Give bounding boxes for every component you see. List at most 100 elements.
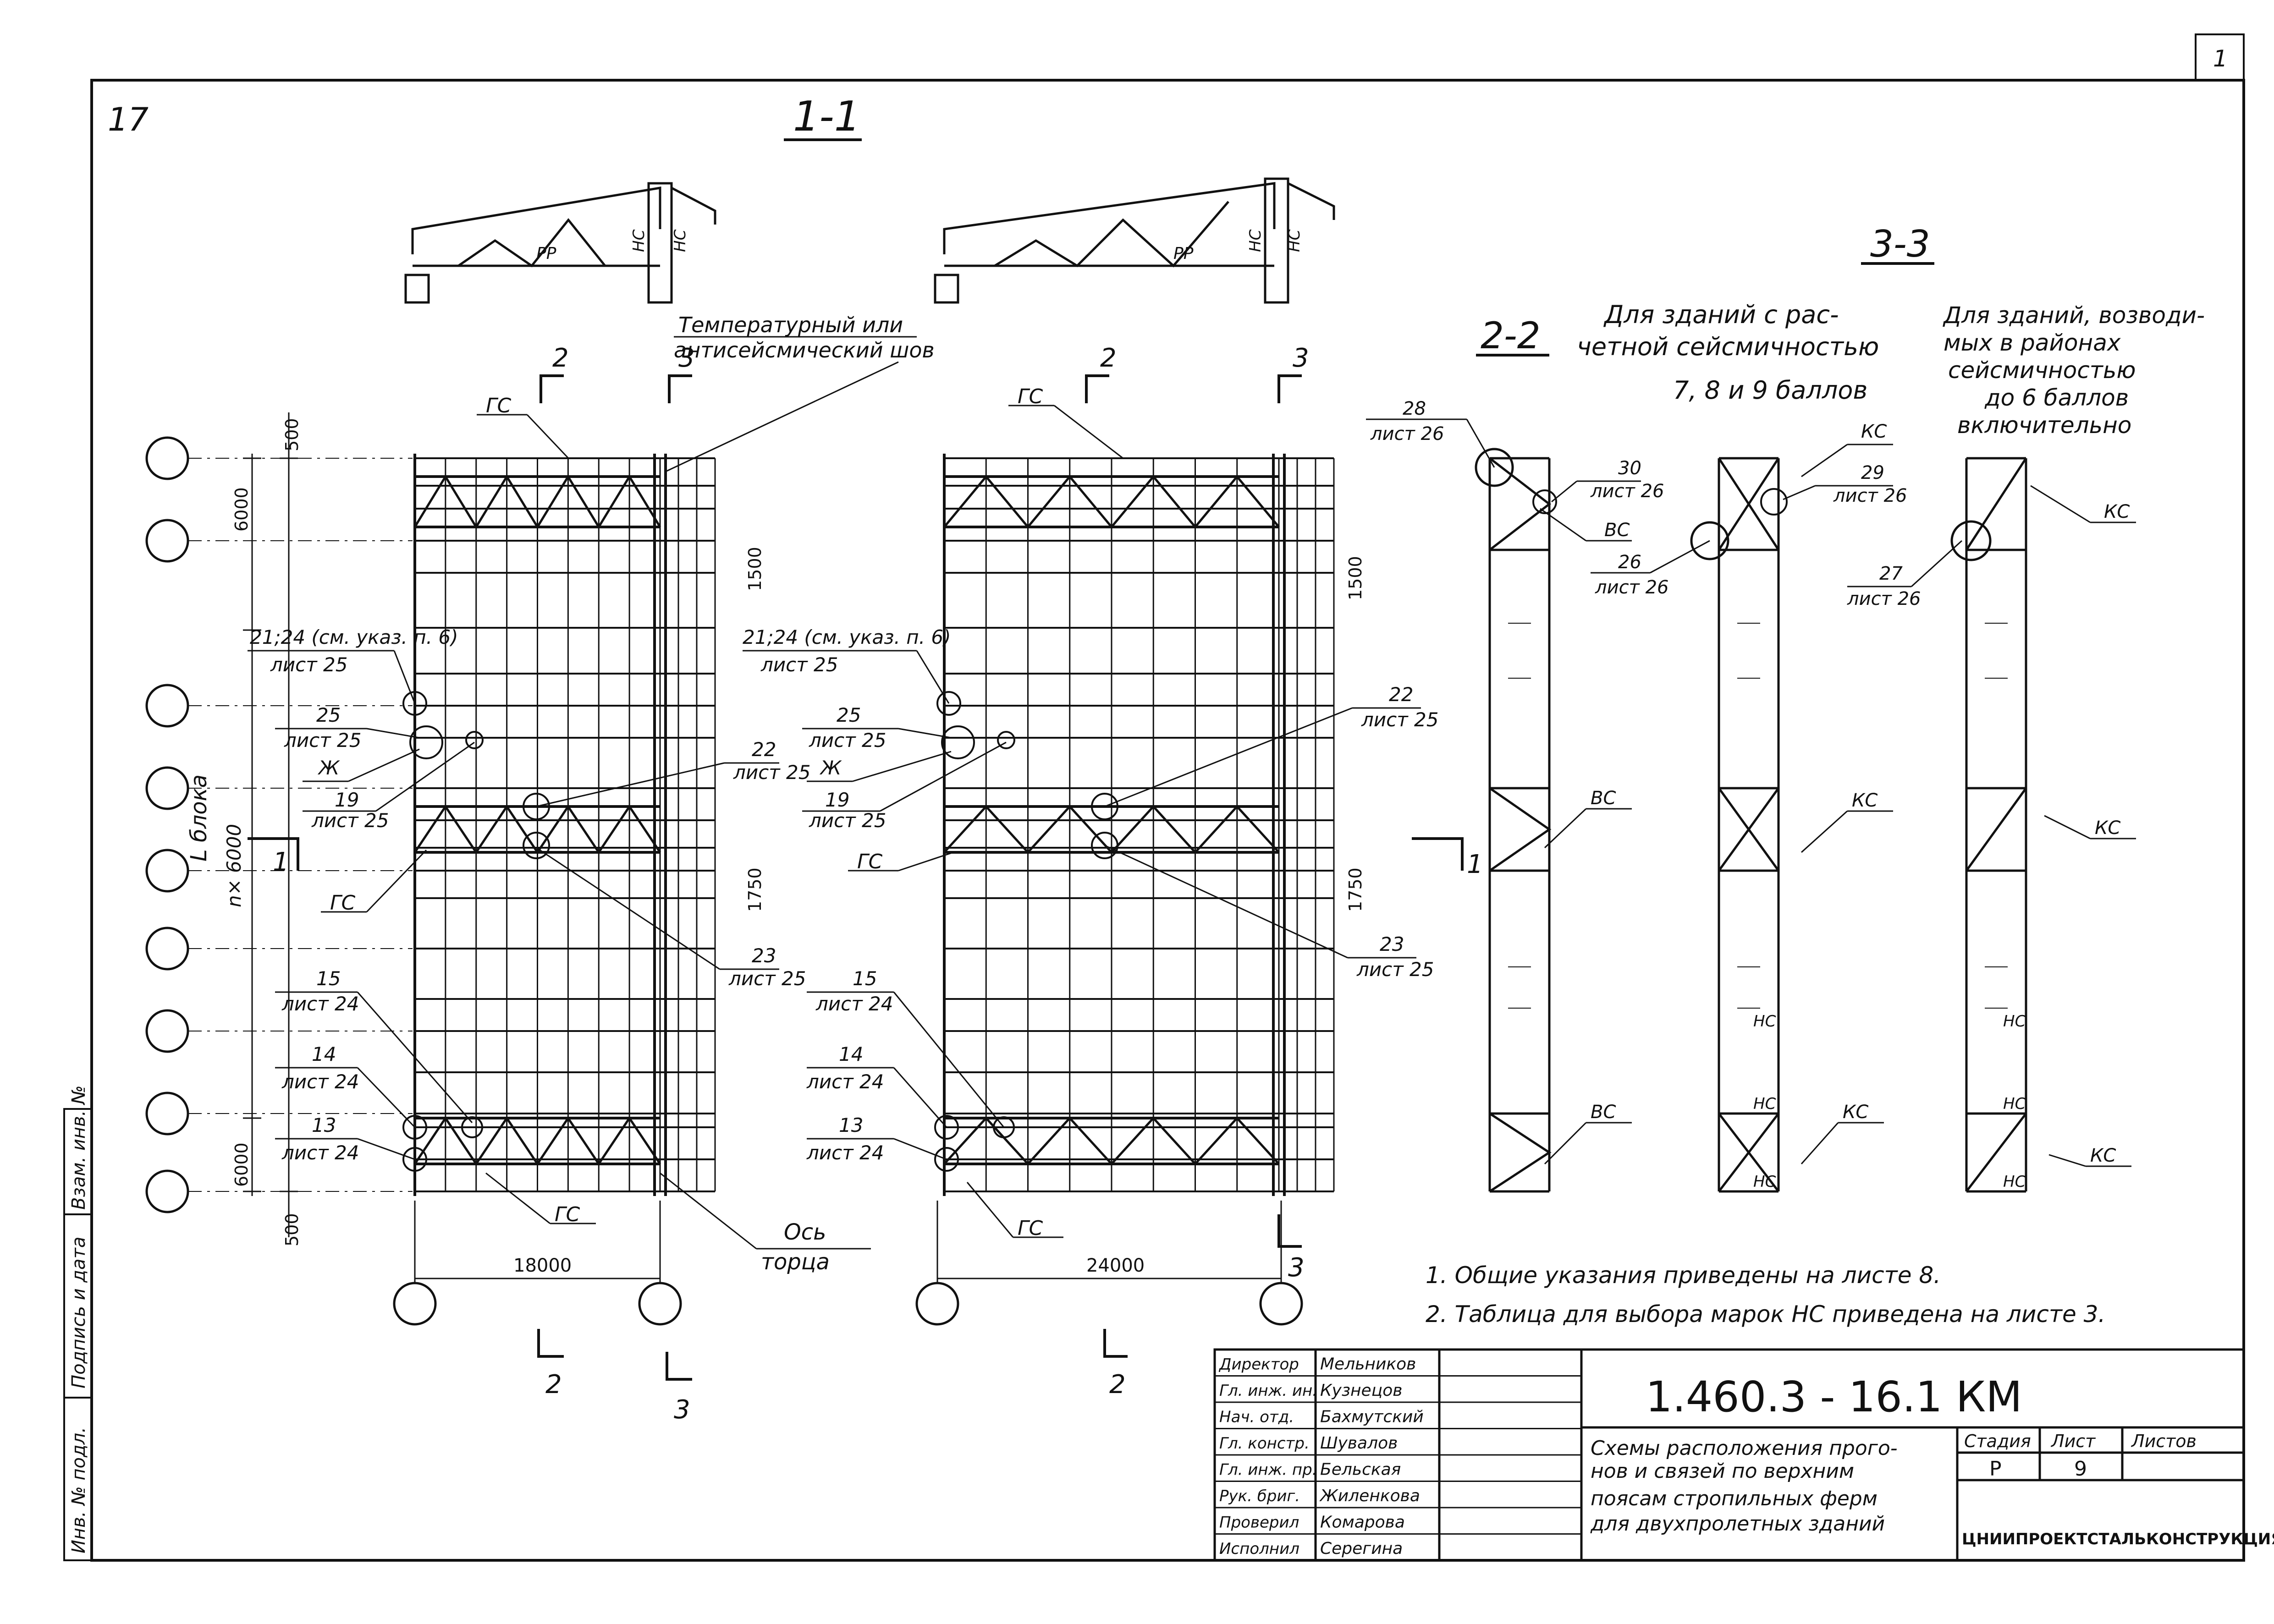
role-2: Гл. инж. ин. (1219, 1382, 1317, 1400)
svg-text:28: 28 (1403, 398, 1426, 419)
name-7: Комарова (1320, 1513, 1405, 1532)
svg-text:НС: НС (2003, 1095, 2026, 1113)
svg-text:лист 24: лист 24 (815, 993, 893, 1015)
svg-text:сейсмичностью: сейсмичностью (1948, 357, 2136, 384)
axis-circles (145, 436, 413, 1213)
name-6: Жиленкова (1319, 1487, 1420, 1505)
role-1: Директор (1218, 1355, 1299, 1374)
name-2: Кузнецов (1320, 1381, 1402, 1400)
svg-text:27: 27 (1879, 563, 1903, 584)
svg-text:Листов: Листов (2131, 1431, 2197, 1451)
svg-text:1: 1 (273, 847, 289, 877)
svg-text:3: 3 (678, 343, 695, 373)
svg-text:21;24 (см. указ. п. 6): 21;24 (см. указ. п. 6) (250, 626, 458, 648)
role-8: Исполнил (1219, 1540, 1299, 1558)
svg-text:КС: КС (1852, 790, 1878, 811)
svg-text:3: 3 (1293, 343, 1309, 373)
axis-circle-8 (145, 1092, 189, 1136)
svg-text:РР: РР (536, 244, 556, 263)
axis-circle-3 (145, 684, 189, 728)
svg-text:нов и связей по верхним: нов и связей по верхним (1591, 1459, 1854, 1483)
svg-text:НС: НС (1285, 229, 1304, 252)
svg-text:лист 25: лист 25 (284, 729, 362, 752)
svg-text:лист 25: лист 25 (1356, 958, 1434, 981)
svg-text:ГС: ГС (1018, 1217, 1043, 1240)
svg-text:3: 3 (674, 1395, 690, 1425)
svg-text:НС: НС (630, 229, 648, 252)
svg-text:НС: НС (2003, 1012, 2026, 1031)
svg-text:лист 25: лист 25 (728, 967, 806, 990)
svg-text:ГС: ГС (857, 850, 883, 873)
sheet-value: 9 (2074, 1457, 2087, 1481)
svg-text:КС: КС (1843, 1102, 1868, 1123)
sheet-frame (90, 79, 2245, 1562)
left-dimensions (243, 412, 298, 1237)
svg-text:лист 26: лист 26 (1833, 485, 1907, 506)
axis-circle-9 (145, 1169, 189, 1213)
name-8: Серегина (1320, 1539, 1403, 1558)
svg-text:для двухпролетных зданий: для двухпролетных зданий (1590, 1512, 1885, 1536)
note-1: 1. Общие указания приведены на листе 8. (1426, 1262, 1941, 1289)
svg-text:15: 15 (316, 967, 341, 990)
organization: ЦНИИПРОЕКТСТАЛЬКОНСТРУКЦИЯ (1962, 1530, 2274, 1548)
block-multiplier-label: n× 6000 (223, 824, 245, 907)
role-5: Гл. инж. пр. (1219, 1461, 1317, 1479)
svg-text:лист 25: лист 25 (311, 809, 389, 832)
name-5: Бельская (1320, 1460, 1401, 1479)
section-strips (1488, 457, 2027, 1193)
axis-circle-5 (145, 849, 189, 893)
axis-circle-2 (145, 519, 189, 563)
dim-6000-top: 6000 (231, 487, 252, 532)
svg-text:Лист: Лист (2050, 1431, 2096, 1451)
strip-labels: 28 лист 26 30 лист 26 ВС 26 лист 26 КС 2… (1370, 398, 2130, 1191)
side-stamp-sign: Подпись и дата (68, 1237, 89, 1388)
dim-24000: 24000 (1086, 1255, 1145, 1276)
dim-6000-bottom: 6000 (231, 1142, 252, 1187)
svg-text:2: 2 (552, 343, 569, 373)
svg-text:РР: РР (1173, 244, 1194, 263)
svg-text:НС: НС (1246, 229, 1265, 252)
svg-text:3: 3 (1288, 1253, 1305, 1283)
svg-text:22: 22 (1389, 683, 1413, 706)
svg-text:19: 19 (825, 789, 849, 811)
sheet-marker: 1 (2213, 45, 2228, 72)
svg-text:лист 25: лист 25 (270, 653, 348, 676)
axis-circle-4 (145, 766, 189, 810)
dim-1500-left: 1500 (745, 547, 765, 591)
gs-labels: ГС ГС ГС ГС ГС ГС (330, 385, 1043, 1240)
svg-text:лист 25: лист 25 (733, 761, 811, 784)
svg-text:НС: НС (2003, 1173, 2026, 1191)
svg-text:Стадия: Стадия (1964, 1431, 2031, 1451)
axis-circle-7 (145, 1009, 189, 1053)
svg-text:26: 26 (1618, 552, 1641, 573)
roof-profile-left: РР НС НС (404, 182, 716, 304)
note-2: 2. Таблица для выбора марок НС приведена… (1426, 1301, 2105, 1328)
svg-text:7, 8 и 9 баллов: 7, 8 и 9 баллов (1673, 376, 1867, 405)
svg-text:ГС: ГС (555, 1203, 580, 1226)
dim-1750-left: 1750 (745, 867, 765, 912)
roof-profile-right: РР НС НС (934, 177, 1335, 304)
svg-text:ВС: ВС (1604, 520, 1630, 541)
svg-text:1: 1 (1467, 850, 1483, 879)
svg-text:КС: КС (2095, 817, 2120, 839)
svg-text:НС: НС (1753, 1173, 1776, 1191)
role-3: Нач. отд. (1219, 1408, 1294, 1426)
section-cut-marks (248, 374, 1464, 1381)
svg-text:поясам стропильных ферм: поясам стропильных ферм (1591, 1487, 1878, 1510)
axis-label-1: Ось (784, 1219, 826, 1245)
svg-text:лист 24: лист 24 (281, 1141, 359, 1164)
svg-text:2: 2 (545, 1370, 562, 1399)
dim-1500-right: 1500 (1345, 556, 1366, 600)
svg-text:четной сейсмичностью: четной сейсмичностью (1577, 332, 1879, 361)
svg-text:25: 25 (837, 704, 861, 726)
svg-text:КС: КС (2104, 501, 2130, 522)
name-3: Бахмутский (1320, 1408, 1424, 1426)
side-stamp-inv: Инв. № подл. (68, 1427, 89, 1553)
svg-text:до 6 баллов: до 6 баллов (1984, 384, 2129, 411)
section-1-1-title: 1-1 (793, 93, 860, 141)
svg-text:13: 13 (312, 1114, 336, 1136)
name-1: Мельников (1320, 1355, 1416, 1374)
svg-text:лист 25: лист 25 (809, 729, 886, 752)
svg-text:лист 24: лист 24 (806, 1070, 884, 1093)
